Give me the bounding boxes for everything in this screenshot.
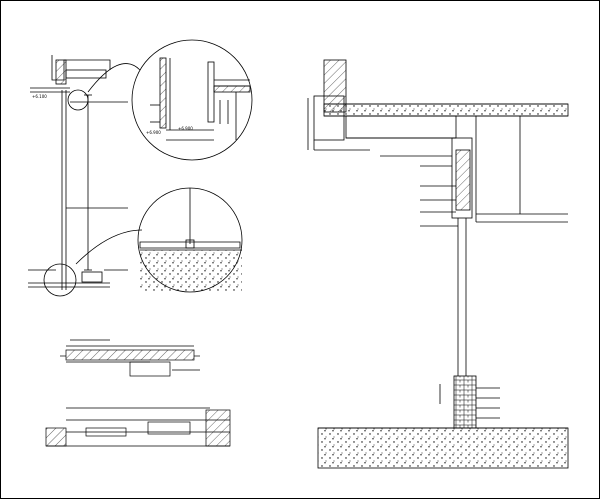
level-label-left-top: +6.100 <box>32 94 47 99</box>
level-label-circle-b: +6.900 <box>178 126 193 131</box>
circle-detail-floor <box>137 187 243 293</box>
right-large-section <box>307 59 569 469</box>
circle-detail-top <box>131 39 253 161</box>
bottom-section-a <box>60 339 200 377</box>
level-label-circle-a: +6.900 <box>146 130 161 135</box>
bottom-section-b <box>45 407 231 447</box>
left-elevation-detail <box>28 55 143 297</box>
